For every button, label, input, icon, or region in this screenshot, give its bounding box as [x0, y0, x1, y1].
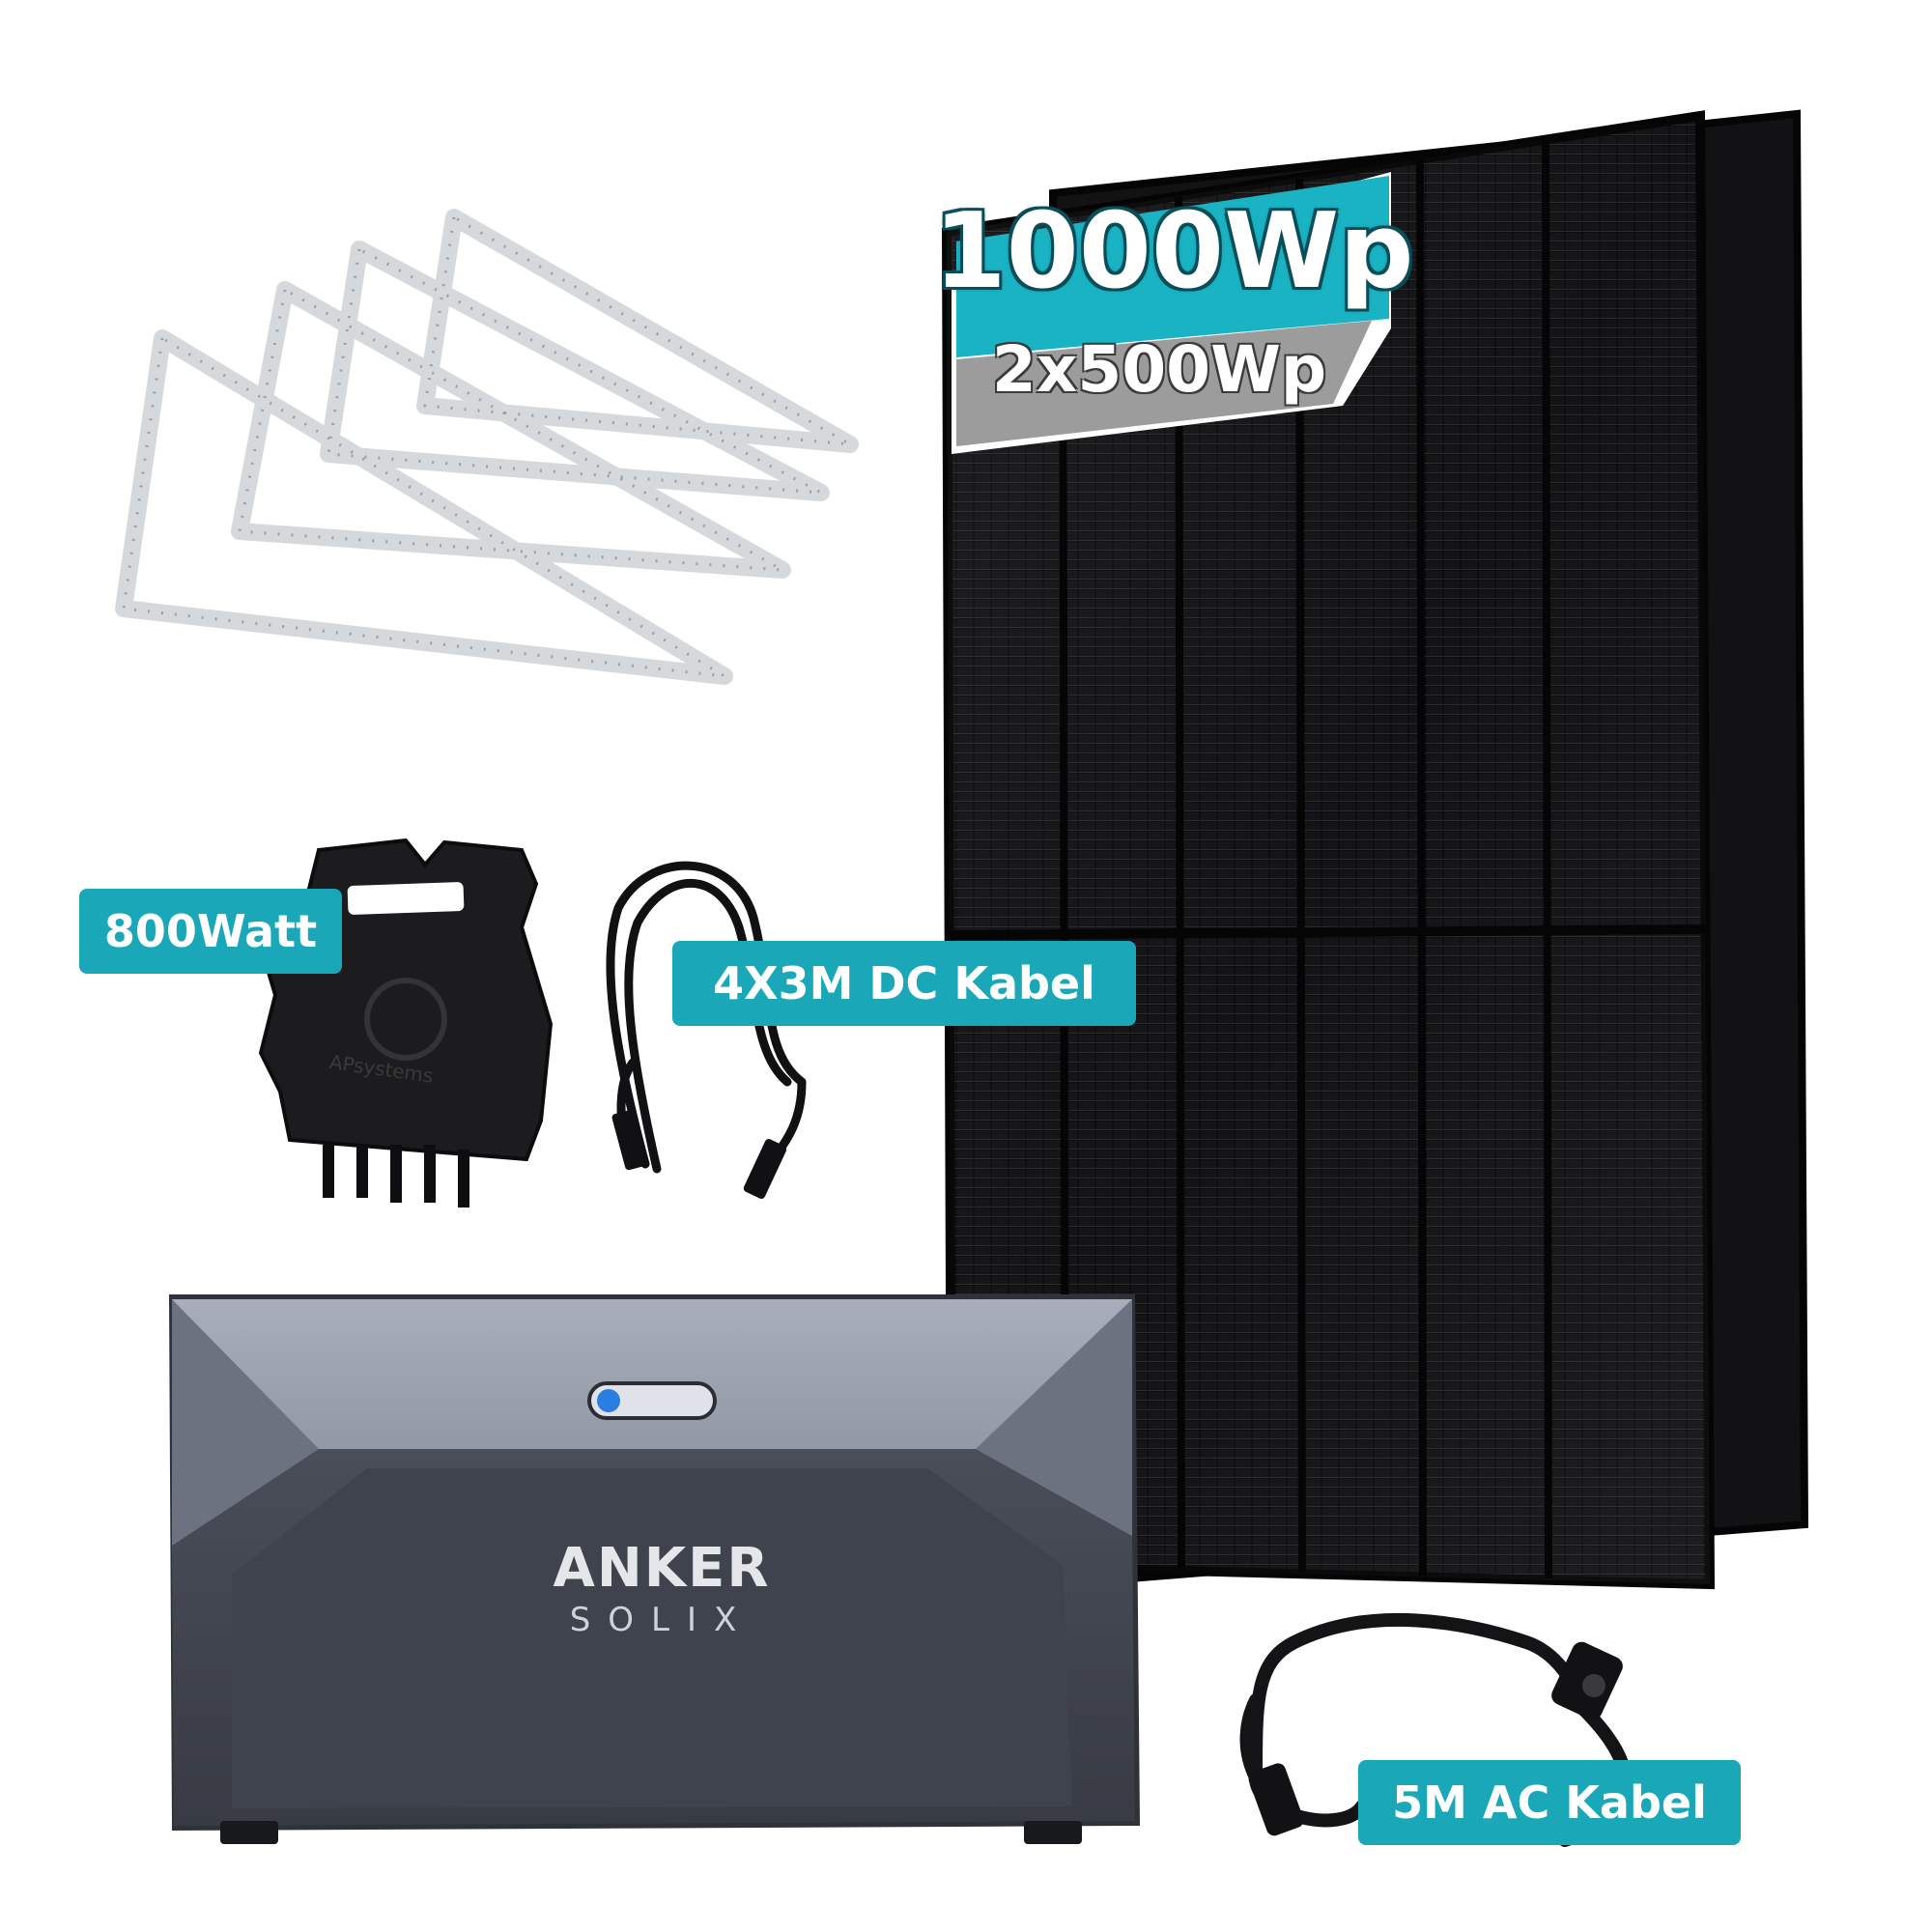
- dc-connectors: [611, 1109, 787, 1199]
- power-label-shape: [952, 172, 1391, 454]
- mounting-brackets: [115, 209, 859, 685]
- ac-cable-badge: 5M AC Kabel: [1358, 1760, 1741, 1845]
- inverter-power-badge: 800Watt: [79, 889, 342, 974]
- bracket-holes: [122, 215, 851, 678]
- battery: [169, 1294, 1140, 1844]
- panel-power-main: 1000Wp: [933, 190, 1414, 312]
- panel-power-sub: 2x500Wp: [991, 331, 1327, 407]
- solar-panel-front: [941, 110, 1716, 1590]
- ac-plug: [1248, 1641, 1623, 1836]
- battery-brand-logo: ANKER: [553, 1536, 771, 1600]
- battery-brand-sub: SOLIX: [569, 1601, 754, 1639]
- dc-cable-badge: 4X3M DC Kabel: [672, 941, 1136, 1026]
